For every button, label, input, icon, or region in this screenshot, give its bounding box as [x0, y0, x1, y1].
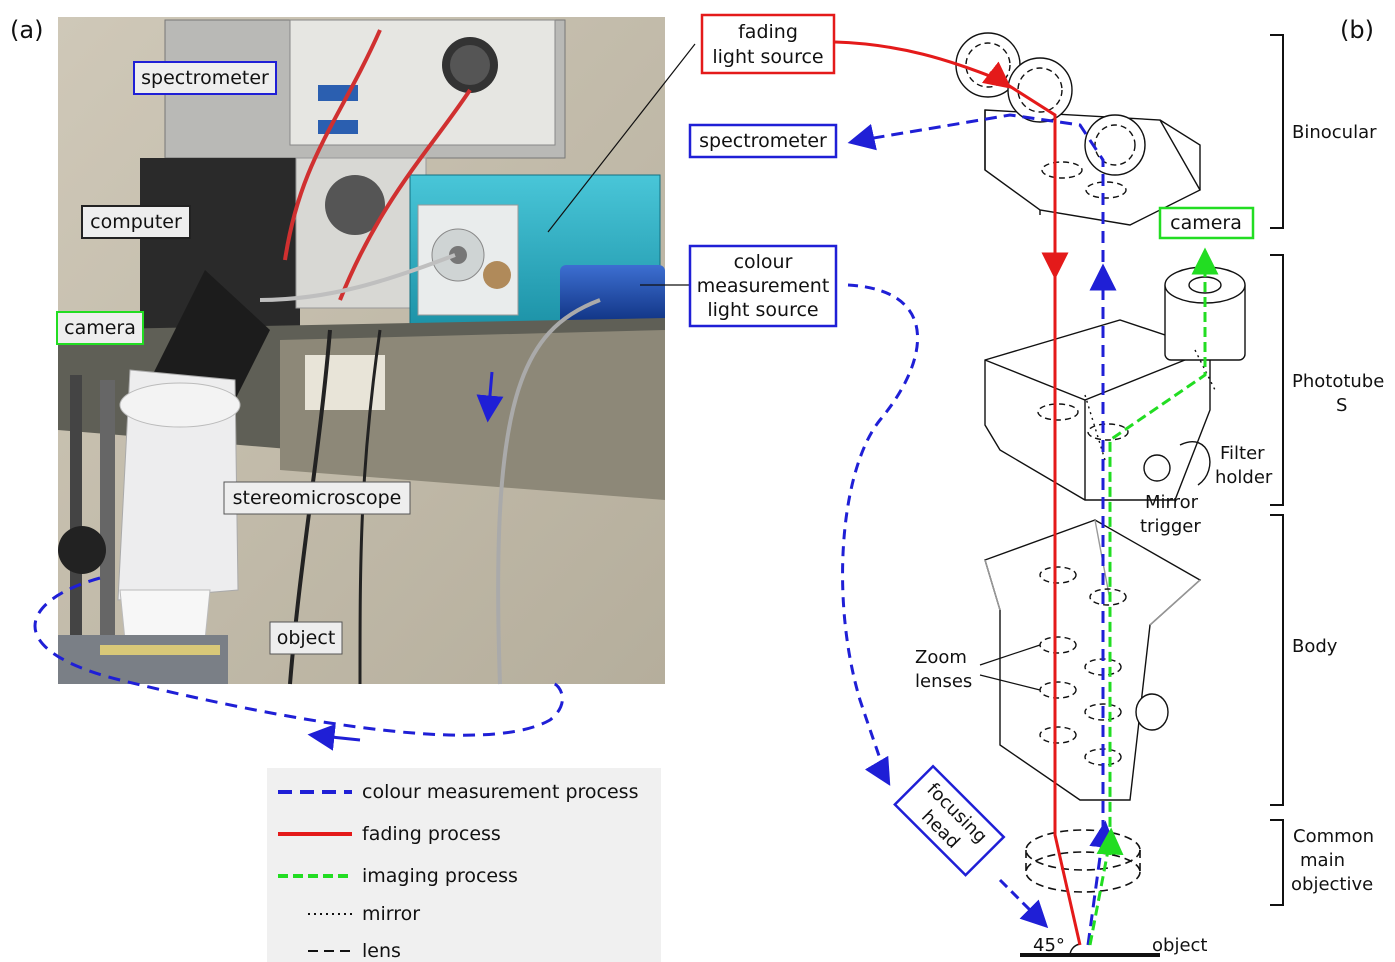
- focusing-head-beam: [998, 878, 1049, 929]
- colour-return-path: [849, 113, 1105, 946]
- label-binocular: Binocular: [1292, 122, 1377, 143]
- fading-light-source-box: fading light source: [700, 13, 836, 75]
- label-filter-2: holder: [1215, 467, 1273, 488]
- label-stereomicroscope: stereomicroscope: [223, 481, 411, 515]
- label-objective-3: objective: [1291, 874, 1373, 895]
- svg-text:object: object: [277, 627, 336, 649]
- binocular-drawing: [955, 32, 1201, 226]
- camera-box-b: camera: [1158, 206, 1255, 240]
- panel-b-tag: (b): [1340, 16, 1374, 44]
- label-objective-2: main: [1300, 850, 1345, 871]
- label-zoom-1: Zoom: [915, 647, 967, 668]
- lab-photo: [58, 17, 665, 685]
- svg-text:spectrometer: spectrometer: [699, 130, 827, 152]
- colour-return-arrow-low: [1089, 820, 1117, 849]
- legend-label-mirror: mirror: [362, 903, 420, 925]
- spectrometer-box-b: spectrometer: [688, 123, 838, 159]
- label-body: Body: [1292, 636, 1338, 657]
- fading-arrow-top: [981, 61, 1012, 89]
- label-mirror-trigger-2: trigger: [1140, 516, 1201, 537]
- label-zoom-2: lenses: [915, 671, 972, 692]
- label-spectrometer-a: spectrometer: [133, 61, 277, 95]
- colour-source-arrow: [864, 755, 891, 786]
- svg-text:colour: colour: [734, 251, 793, 273]
- svg-text:spectrometer: spectrometer: [141, 67, 269, 89]
- focusing-head-box: focusing head: [893, 764, 1006, 877]
- colour-path-a-loop: [33, 576, 564, 737]
- legend-label-lens: lens: [362, 940, 401, 962]
- label-objective-1: Common: [1293, 826, 1374, 847]
- phototube-drawing: [984, 266, 1246, 501]
- label-computer-a: computer: [81, 205, 191, 239]
- legend-label-imaging: imaging process: [362, 865, 518, 887]
- label-filter-1: Filter: [1220, 443, 1265, 464]
- svg-text:light source: light source: [707, 299, 818, 321]
- objective-drawing: [1025, 829, 1141, 893]
- colour-source-path: [841, 283, 919, 781]
- label-phototube-1: Phototube: [1292, 371, 1384, 392]
- svg-text:camera: camera: [1170, 212, 1242, 234]
- label-phototube-2: S: [1336, 395, 1347, 416]
- label-object-a: object: [269, 621, 343, 655]
- label-mirror-trigger-1: Mirror: [1145, 492, 1199, 513]
- label-object-b: object: [1152, 935, 1207, 956]
- zoom-leader-lines: [979, 644, 1041, 691]
- section-brackets: [1270, 34, 1284, 906]
- svg-text:stereomicroscope: stereomicroscope: [233, 487, 402, 509]
- svg-text:measurement: measurement: [697, 275, 830, 297]
- colour-path-a-fiber-arrow: [476, 371, 504, 423]
- panel-a-tag: (a): [10, 16, 43, 44]
- svg-text:light source: light source: [712, 46, 823, 68]
- legend-label-colour: colour measurement process: [362, 781, 638, 803]
- colour-path-a-arrow: [307, 723, 361, 751]
- body-drawing: [984, 519, 1202, 801]
- label-angle: 45°: [1033, 935, 1065, 956]
- svg-text:computer: computer: [90, 211, 182, 233]
- svg-text:fading: fading: [738, 21, 798, 43]
- svg-text:camera: camera: [64, 317, 136, 339]
- colour-light-source-box: colour measurement light source: [688, 244, 838, 328]
- legend: colour measurement process fading proces…: [267, 768, 661, 962]
- label-camera-a: camera: [56, 311, 144, 345]
- imaging-arrow-low: [1096, 827, 1124, 856]
- legend-label-fading: fading process: [362, 823, 501, 845]
- leader-fading: [547, 43, 696, 233]
- colour-return-arrow-end: [847, 123, 877, 151]
- imaging-path: [1088, 255, 1207, 946]
